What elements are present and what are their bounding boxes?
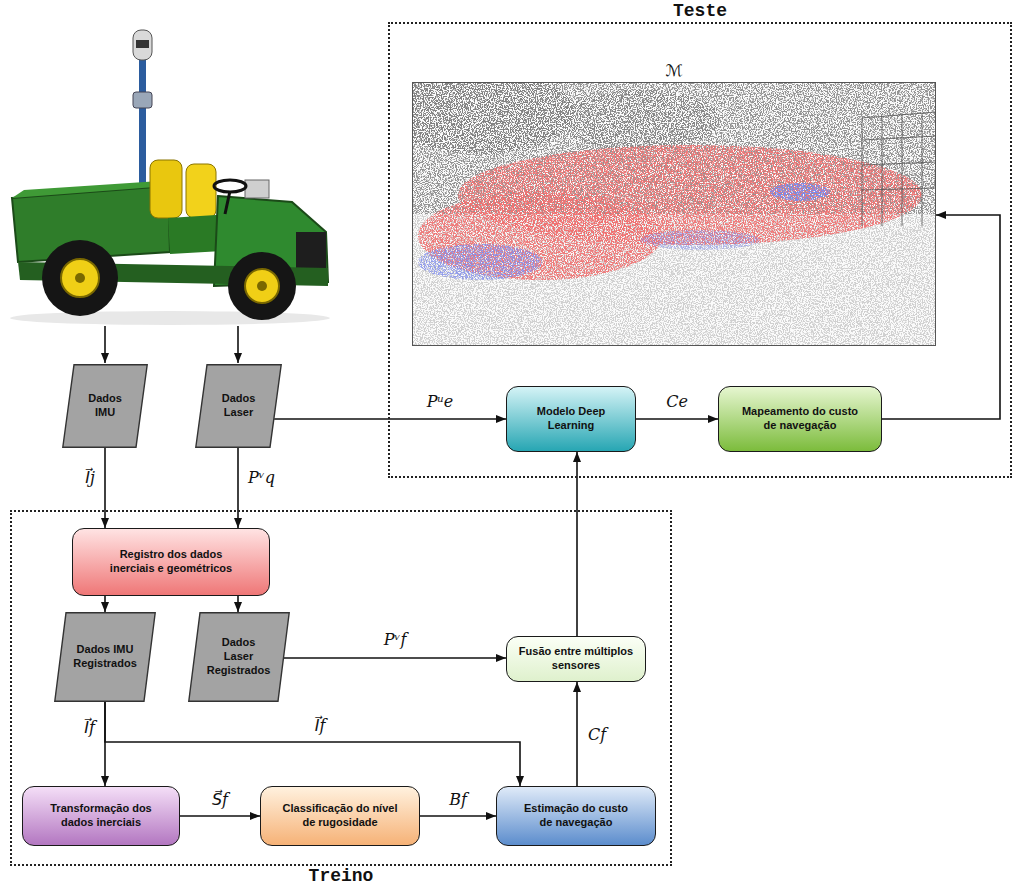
point-cloud-map — [418, 192, 662, 280]
parallelogram-outline — [188, 613, 288, 701]
process-box: Modelo Deep Learning — [506, 386, 636, 452]
map-symbol: ℳ — [413, 62, 935, 80]
sensor-arrows — [104, 326, 106, 363]
point-cloud-map — [862, 112, 936, 226]
vehicle-illustration — [61, 259, 99, 297]
vehicle-illustration — [186, 164, 216, 218]
vehicle-illustration — [228, 252, 296, 320]
vehicle-illustration — [150, 160, 182, 218]
flow-arrow — [104, 596, 106, 612]
vehicle-illustration — [225, 191, 230, 214]
region-heading: Treino — [12, 866, 670, 886]
vehicle-illustration — [257, 281, 267, 291]
flow-arrow — [576, 682, 578, 786]
dotted-region: TreinoRegistro dos dados inerciais e geo… — [10, 510, 672, 866]
vehicle-illustration — [10, 30, 330, 325]
signal-label: I⃗f — [82, 719, 97, 737]
point-cloud-map — [412, 82, 936, 346]
box-label: Mapeamento do custo de navegação — [738, 405, 863, 433]
process-box: Registro dos dados inerciais e geométric… — [72, 528, 270, 596]
data-parallelogram: Dados IMU — [62, 364, 148, 448]
point-cloud-map — [770, 183, 830, 201]
flow-arrow — [576, 452, 578, 636]
point-cloud-map — [862, 136, 936, 140]
sensor-arrows — [237, 326, 239, 363]
box-label: Registro dos dados inerciais e geométric… — [96, 548, 246, 576]
vehicle-illustration — [214, 180, 246, 192]
box-label: Modelo Deep Learning — [521, 405, 621, 433]
signal-label: Pᵘe — [425, 393, 456, 411]
flow-arrow — [882, 215, 1000, 419]
data-parallelogram: Dados Laser Registrados — [188, 612, 290, 702]
signal-label: S⃗f — [210, 791, 230, 809]
data-parallelogram: Dados Laser — [195, 364, 282, 448]
region-heading: Teste — [390, 1, 1010, 21]
signal-label: I⃗j — [83, 469, 97, 487]
vehicle-illustration — [42, 240, 118, 316]
flow-arrow — [104, 448, 106, 528]
vehicle-illustration — [133, 92, 152, 108]
process-box: Transformação dos dados inerciais — [22, 786, 180, 846]
data-label: Dados Laser Registrados — [207, 636, 271, 677]
flow-arrow — [180, 815, 260, 817]
vehicle-illustration — [245, 180, 269, 198]
signal-label: I⃗f — [313, 717, 328, 735]
point-cloud-map — [862, 112, 936, 118]
flow-arrow — [636, 418, 718, 420]
flow-arrow — [105, 702, 520, 786]
process-box: Classificação do nível de rugosidade — [260, 786, 420, 846]
process-box: Mapeamento do custo de navegação — [718, 386, 882, 452]
vehicle-illustration — [245, 269, 279, 303]
dotted-region: TesteℳModelo Deep LearningMapeamento do … — [388, 22, 1012, 478]
map-frame: ℳ — [412, 82, 936, 346]
vehicle-illustration — [75, 273, 85, 283]
parallelogram-outline — [55, 613, 155, 701]
process-box: Estimação do custo de navegação — [496, 786, 656, 846]
point-cloud-map — [862, 118, 863, 226]
point-cloud-map — [902, 115, 903, 226]
signal-label: Bf — [447, 791, 469, 809]
box-label: Fusão entre múltiplos sensores — [519, 645, 634, 673]
flow-arrow — [237, 596, 239, 612]
signal-label: Cf — [586, 726, 608, 744]
point-cloud-map — [922, 113, 923, 226]
data-label: Dados Laser — [222, 392, 256, 420]
parallelogram-outline — [63, 365, 147, 447]
sensor-arrows — [105, 326, 238, 363]
point-cloud-map — [560, 90, 720, 150]
vehicle-illustration — [139, 58, 146, 198]
data-label: Dados IMU Registrados — [73, 643, 137, 671]
flow-arrow — [237, 448, 239, 528]
box-label: Transformação dos dados inerciais — [44, 802, 159, 830]
box-label: Classificação do nível de rugosidade — [279, 802, 401, 830]
process-box: Fusão entre múltiplos sensores — [506, 636, 646, 682]
parallelogram-outline — [196, 365, 281, 447]
point-cloud-map — [862, 162, 936, 165]
signal-label: Ce — [664, 393, 690, 411]
vehicle-illustration — [133, 30, 152, 60]
signal-label: Pᵛf — [382, 631, 409, 649]
box-label: Estimação do custo de navegação — [517, 802, 635, 830]
point-cloud-map — [418, 244, 542, 280]
data-label: Dados IMU — [88, 392, 122, 420]
flow-arrow — [274, 418, 506, 420]
data-parallelogram: Dados IMU Registrados — [54, 612, 156, 702]
point-cloud-map — [640, 230, 760, 250]
flow-arrow — [283, 657, 506, 659]
flow-arrow — [420, 815, 496, 817]
point-cloud-map — [882, 116, 883, 226]
signal-label: Pᵛq — [246, 469, 277, 487]
vehicle-illustration — [136, 40, 149, 48]
point-cloud-map — [862, 188, 936, 190]
point-cloud-map — [412, 82, 575, 154]
